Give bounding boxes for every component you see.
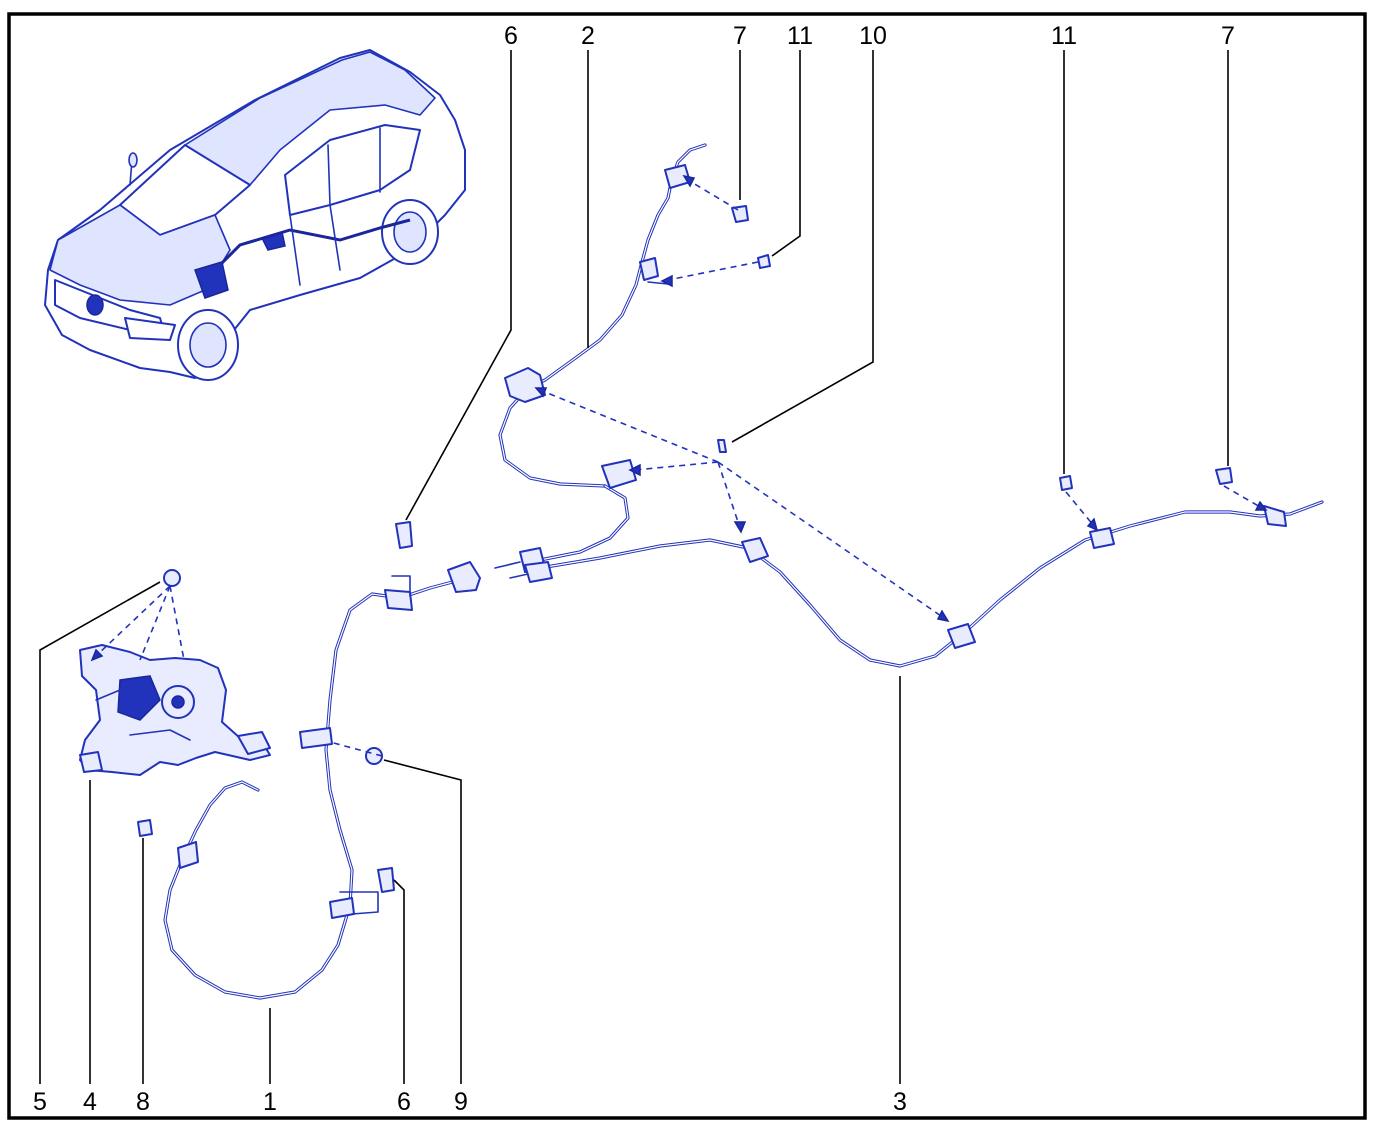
bolt-6-bottom (377, 867, 395, 893)
label-9: 9 (454, 1088, 468, 1116)
cable-junction (494, 459, 637, 583)
assembly-arrows (90, 174, 1268, 757)
bolt-7-top-left (731, 205, 749, 223)
car-highlighted-pedal (194, 261, 229, 299)
label-3: 3 (893, 1088, 907, 1116)
bolt-7-top-right (1215, 467, 1233, 485)
nut-11-top-right (1059, 475, 1073, 491)
label-7-top-left: 7 (733, 22, 747, 50)
cable-2-clip (639, 257, 659, 281)
cable-2 (498, 143, 707, 488)
cable-1 (163, 561, 481, 1000)
cable-3 (538, 500, 1324, 668)
nut-8 (137, 819, 153, 837)
label-4: 4 (83, 1088, 97, 1116)
label-7-top-right: 7 (1221, 22, 1235, 50)
bolt-6-top (395, 521, 413, 549)
nut-11-top-left (757, 254, 771, 269)
callout-labels: 6 2 7 11 10 11 7 5 4 8 1 6 9 3 (33, 22, 1235, 1116)
frame-border (7, 12, 1367, 1120)
label-6-bottom: 6 (397, 1088, 411, 1116)
nut-5 (163, 569, 181, 587)
cable-1-bracket-bottom (329, 897, 355, 919)
cable-3-clip-rear (1089, 527, 1115, 549)
car-logo (86, 294, 104, 316)
junction-connector-lower (524, 561, 553, 583)
pedal-mechanism (117, 675, 161, 721)
leader-lines (39, 50, 1229, 1084)
car-roof (184, 51, 436, 186)
pedal-foot-pad (79, 751, 103, 773)
label-10: 10 (859, 22, 887, 50)
cable-1-clip (299, 727, 333, 749)
pedal-lever-end (237, 731, 271, 755)
car-highlighted-cable (203, 218, 411, 282)
junction-bracket (601, 459, 637, 489)
label-11-top-right: 11 (1051, 22, 1077, 50)
car-side-windows (284, 124, 421, 216)
cable-3-end-fitting (1263, 505, 1287, 527)
cable-1-end-fitting (177, 841, 199, 869)
label-11-top-left: 11 (787, 22, 813, 50)
cable-3-clip-left (741, 537, 769, 563)
cable-2-bracket (504, 367, 546, 403)
cable-1-bracket-top (384, 589, 413, 611)
pedal-assembly (79, 644, 271, 776)
label-6-top: 6 (504, 22, 518, 50)
cable-3-clip-right (947, 623, 976, 649)
bolt-10 (717, 439, 727, 453)
car-illustration (44, 49, 466, 381)
label-8: 8 (136, 1088, 150, 1116)
label-5: 5 (33, 1088, 47, 1116)
cable-adjuster (447, 561, 481, 593)
car-headlight (124, 317, 176, 341)
label-1: 1 (263, 1088, 277, 1116)
label-2: 2 (581, 22, 595, 50)
